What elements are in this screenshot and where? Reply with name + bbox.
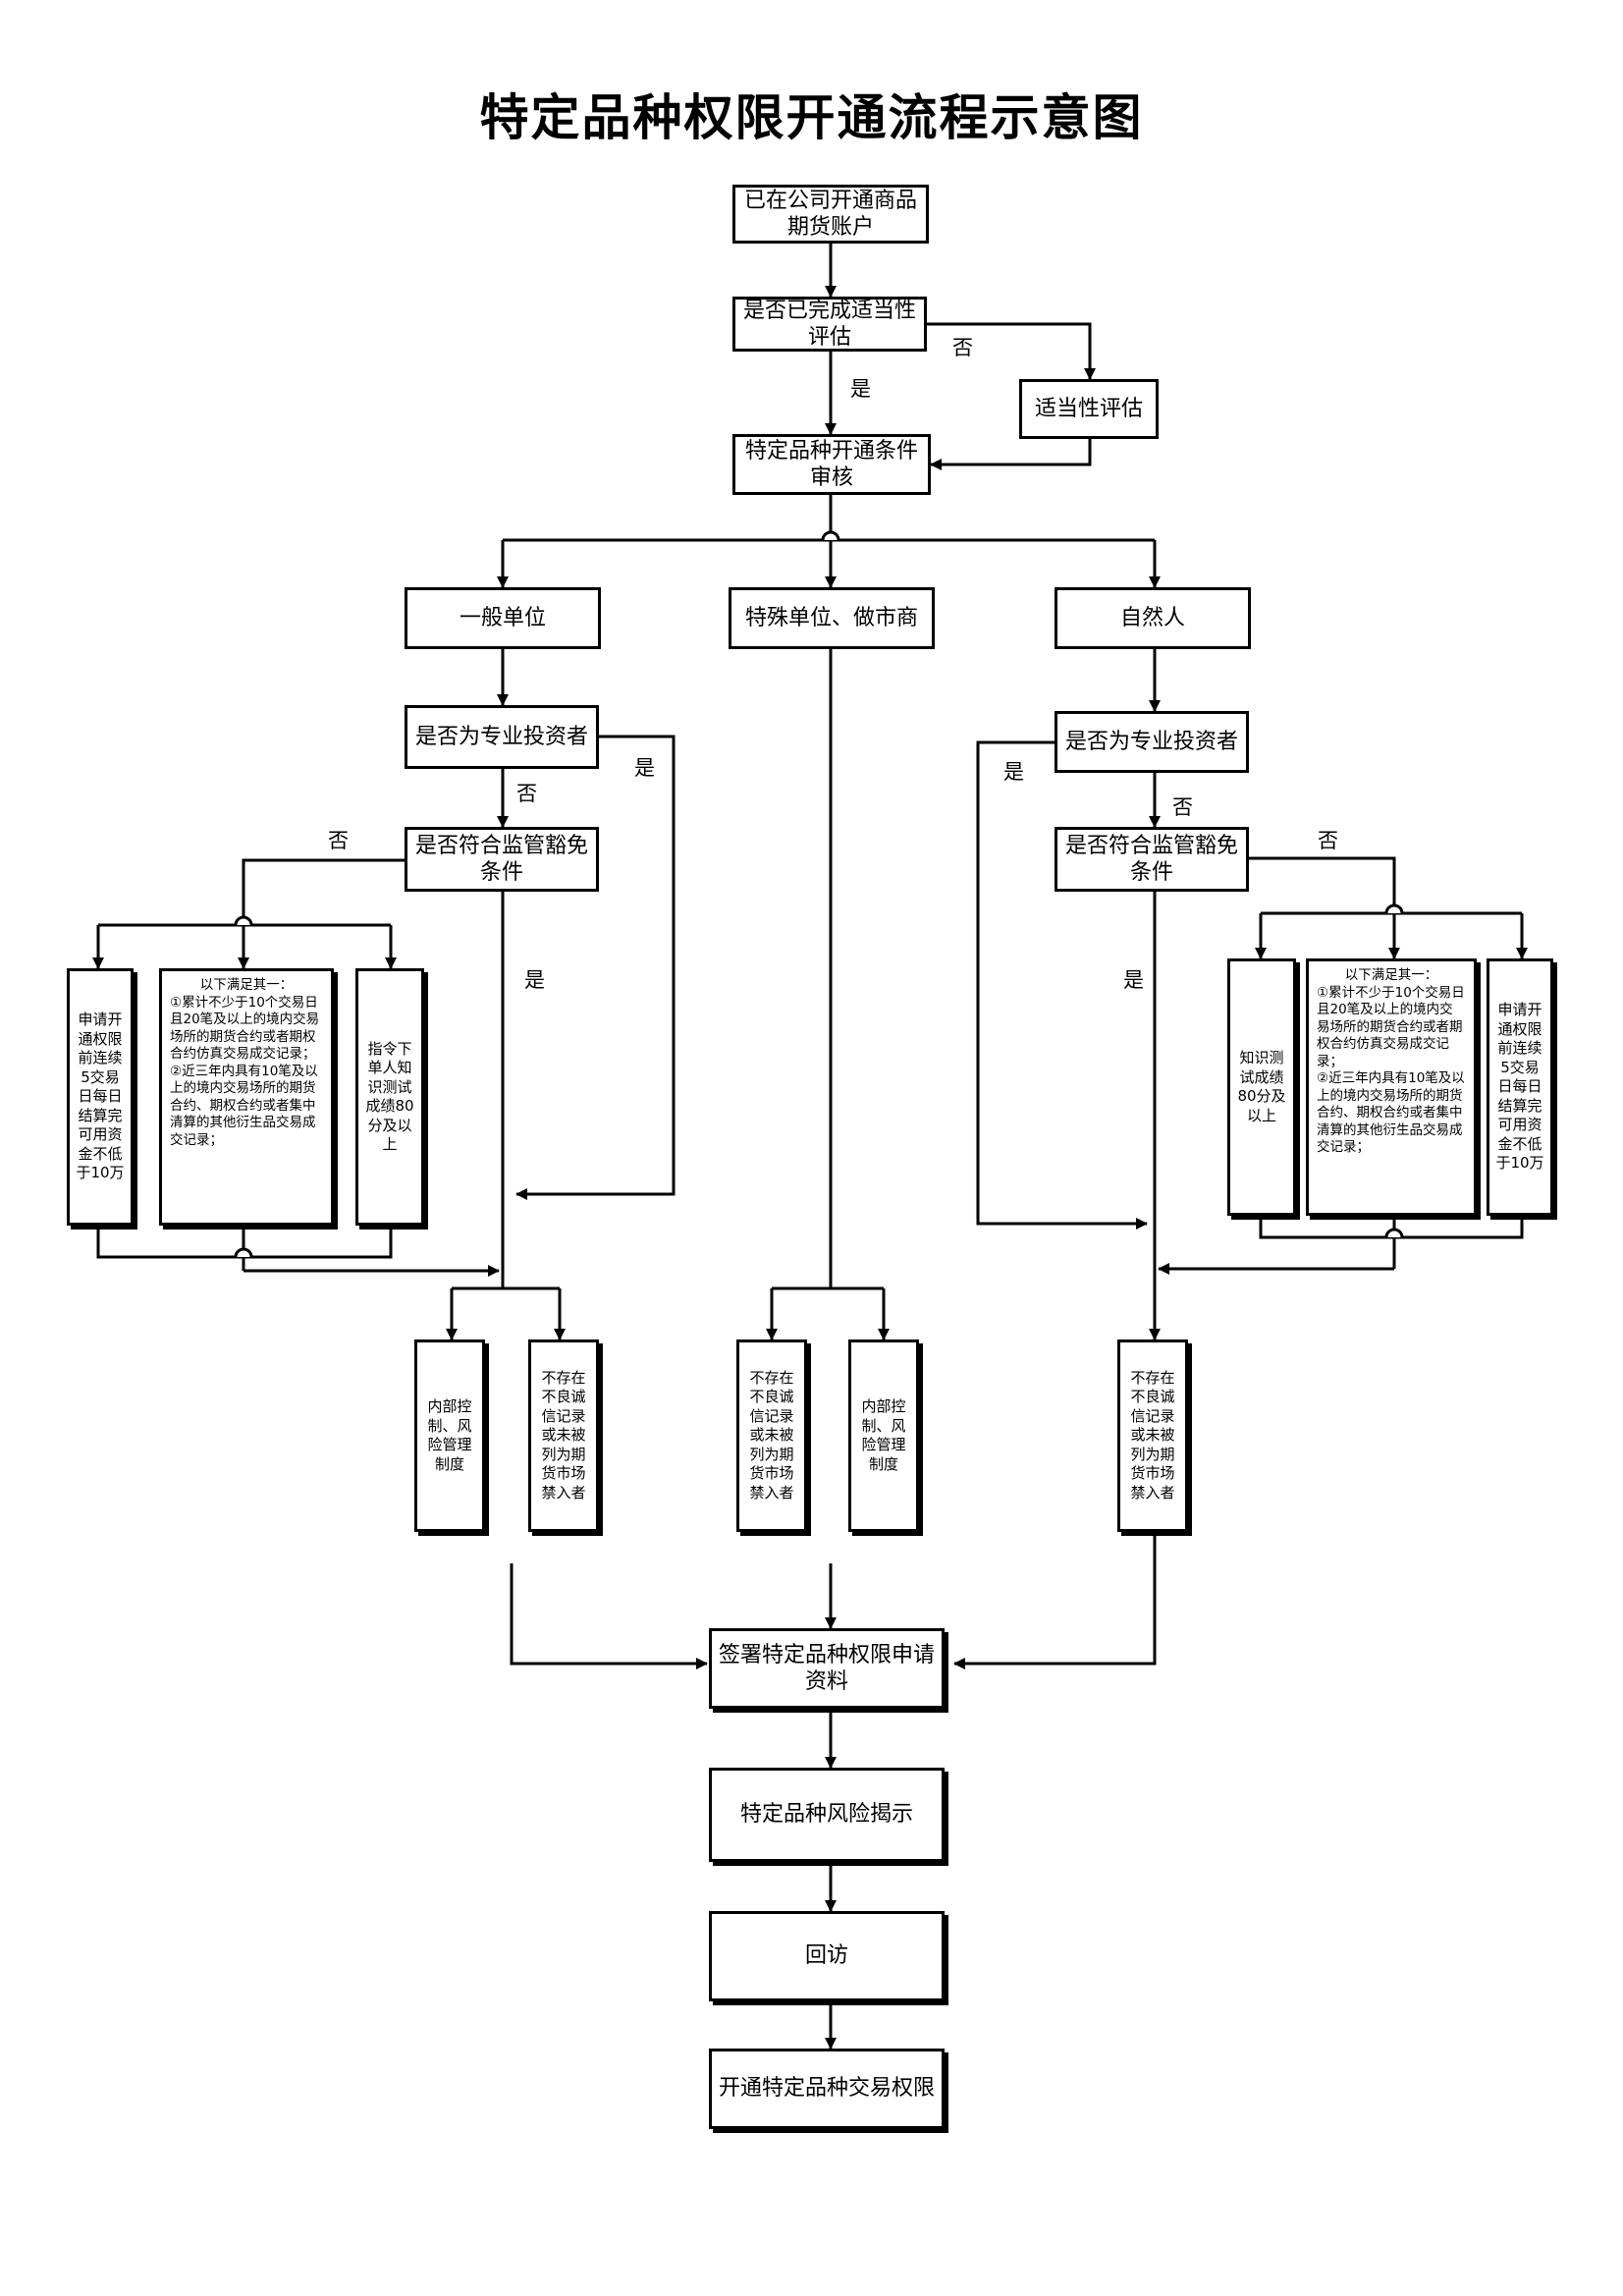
knowledge-test-right: 知识测 试成绩 80分及 以上 xyxy=(1227,958,1296,1216)
line-exempt-left-no xyxy=(242,858,405,925)
arrow-suit-no xyxy=(927,322,1096,380)
label-suitability-yes: 是 xyxy=(850,377,871,401)
credit-record-mid: 不存在 不良诚 信记录 或未被 列为期 货市场 禁入者 xyxy=(736,1339,807,1532)
return-visit-box: 回访 xyxy=(709,1911,945,2001)
sign-materials-box: 签署特定品种权限申请 资料 xyxy=(709,1628,945,1709)
line-left-to-sign xyxy=(510,1563,708,1669)
label-suitability-no: 否 xyxy=(952,336,973,359)
label-professional-right-yes: 是 xyxy=(1003,760,1024,784)
line-hop xyxy=(821,530,840,541)
special-unit-box: 特殊单位、做市商 xyxy=(729,587,935,649)
credit-record-left: 不存在 不良诚 信记录 或未被 列为期 货市场 禁入者 xyxy=(528,1339,599,1532)
professional-question-left: 是否为专业投资者 xyxy=(405,705,599,769)
line-right-to-sign xyxy=(953,1534,1157,1669)
credit-record-right: 不存在 不良诚 信记录 或未被 列为期 货市场 禁入者 xyxy=(1117,1339,1188,1532)
label-professional-left-no: 否 xyxy=(516,782,537,805)
risk-disclosure-box: 特定品种风险揭示 xyxy=(709,1768,945,1862)
natural-person-box: 自然人 xyxy=(1055,587,1251,649)
exemption-question-left: 是否符合监管豁免 条件 xyxy=(405,827,599,892)
exemption-question-right: 是否符合监管豁免 条件 xyxy=(1055,827,1249,892)
internal-control-left: 内部控 制、风 险管理 制度 xyxy=(414,1339,485,1532)
condition-review-box: 特定品种开通条件 审核 xyxy=(732,434,931,495)
trade-record-requirement-right: 以下满足其一：①累计不少于10个交易日且20笔及以上的境内交易场所的期货合约或者… xyxy=(1306,958,1477,1216)
line-exempt-right-no xyxy=(1249,856,1396,913)
label-exemption-right-no: 否 xyxy=(1318,829,1338,852)
line-prof-right-yes xyxy=(976,740,1148,1230)
label-exemption-left-yes: 是 xyxy=(524,968,545,992)
suitability-eval-box: 适当性评估 xyxy=(1019,379,1159,439)
label-professional-right-no: 否 xyxy=(1172,795,1193,819)
general-unit-box: 一般单位 xyxy=(405,587,601,649)
funds-requirement-right: 申请开 通权限 前连续 5交易 日每日 结算完 可用资 金不低 于10万 xyxy=(1487,958,1553,1216)
line-hop xyxy=(1384,903,1404,914)
label-exemption-left-no: 否 xyxy=(328,829,349,852)
professional-question-right: 是否为专业投资者 xyxy=(1055,711,1249,773)
account-box: 已在公司开通商品 期货账户 xyxy=(732,185,929,244)
line-hop xyxy=(234,1247,253,1258)
internal-control-mid: 内部控 制、风 险管理 制度 xyxy=(848,1339,919,1532)
label-professional-left-yes: 是 xyxy=(634,756,655,780)
trade-record-requirement-left: 以下满足其一：①累计不少于10个交易日且20笔及以上的境内交易场所的期货合约或者… xyxy=(159,968,334,1226)
funds-requirement-left: 申请开 通权限 前连续 5交易 日每日 结算完 可用资 金不低 于10万 xyxy=(67,968,134,1226)
page-title: 特定品种权限开通流程示意图 xyxy=(479,88,1144,146)
line-prof-left-yes xyxy=(515,735,676,1200)
label-exemption-right-yes: 是 xyxy=(1123,968,1144,992)
open-permission-box: 开通特定品种交易权限 xyxy=(709,2049,945,2129)
arrow-eval-to-review xyxy=(930,439,1092,470)
knowledge-test-left: 指令下 单人知 识测试 成绩80 分及以 上 xyxy=(355,968,424,1226)
line-hop xyxy=(234,915,253,926)
suitability-question-box: 是否已完成适当性 评估 xyxy=(732,297,927,352)
line-hop xyxy=(1384,1228,1404,1238)
